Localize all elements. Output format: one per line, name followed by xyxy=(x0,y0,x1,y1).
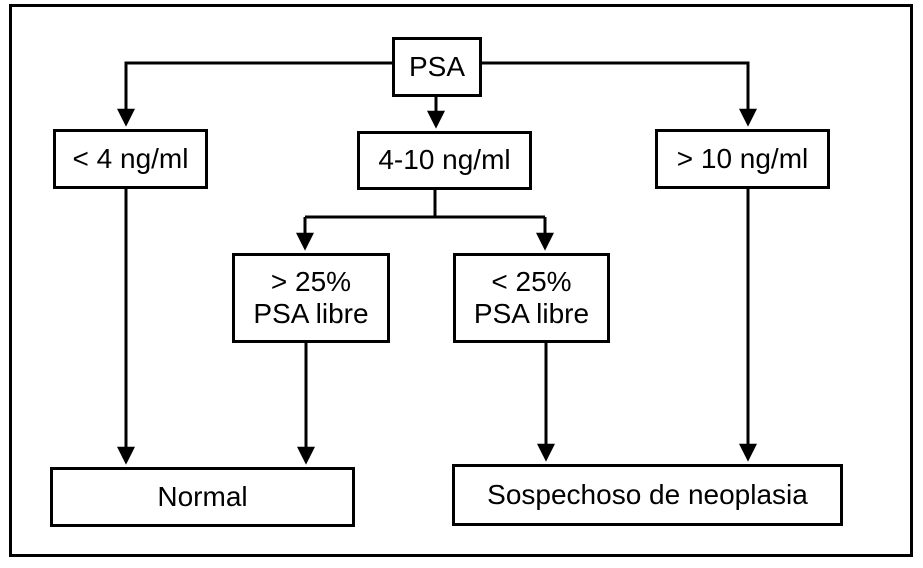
node-free-psa-over-25: > 25% PSA libre xyxy=(232,253,390,343)
node-psa: PSA xyxy=(392,37,482,97)
node-free-psa-under-25-line1: < 25% xyxy=(491,265,572,297)
node-psa-label: PSA xyxy=(408,50,466,82)
node-free-psa-under-25: < 25% PSA libre xyxy=(453,253,610,343)
node-under-4-ngml: < 4 ng/ml xyxy=(53,129,208,189)
node-free-psa-over-25-line2: PSA libre xyxy=(253,298,369,329)
node-4-10-ngml-label: 4-10 ng/ml xyxy=(378,144,511,176)
node-neoplasia-suspect-result: Sospechoso de neoplasia xyxy=(452,464,843,526)
edge-psa-to-gt10 xyxy=(482,61,757,127)
node-normal-result: Normal xyxy=(50,467,355,527)
node-normal-result-label: Normal xyxy=(157,480,248,512)
node-free-psa-under-25-line2: PSA libre xyxy=(473,298,590,329)
edge-psa-to-lt4 xyxy=(117,61,392,127)
node-4-10-ngml: 4-10 ng/ml xyxy=(357,131,532,190)
node-neoplasia-suspect-result-label: Sospechoso de neoplasia xyxy=(487,478,808,510)
node-free-psa-over-25-line1: > 25% xyxy=(270,265,352,297)
diagram-outer-border xyxy=(9,4,913,557)
node-under-4-ngml-label: < 4 ng/ml xyxy=(72,142,189,174)
node-over-10-ngml-label: > 10 ng/ml xyxy=(676,142,809,174)
node-over-10-ngml: > 10 ng/ml xyxy=(655,129,830,189)
